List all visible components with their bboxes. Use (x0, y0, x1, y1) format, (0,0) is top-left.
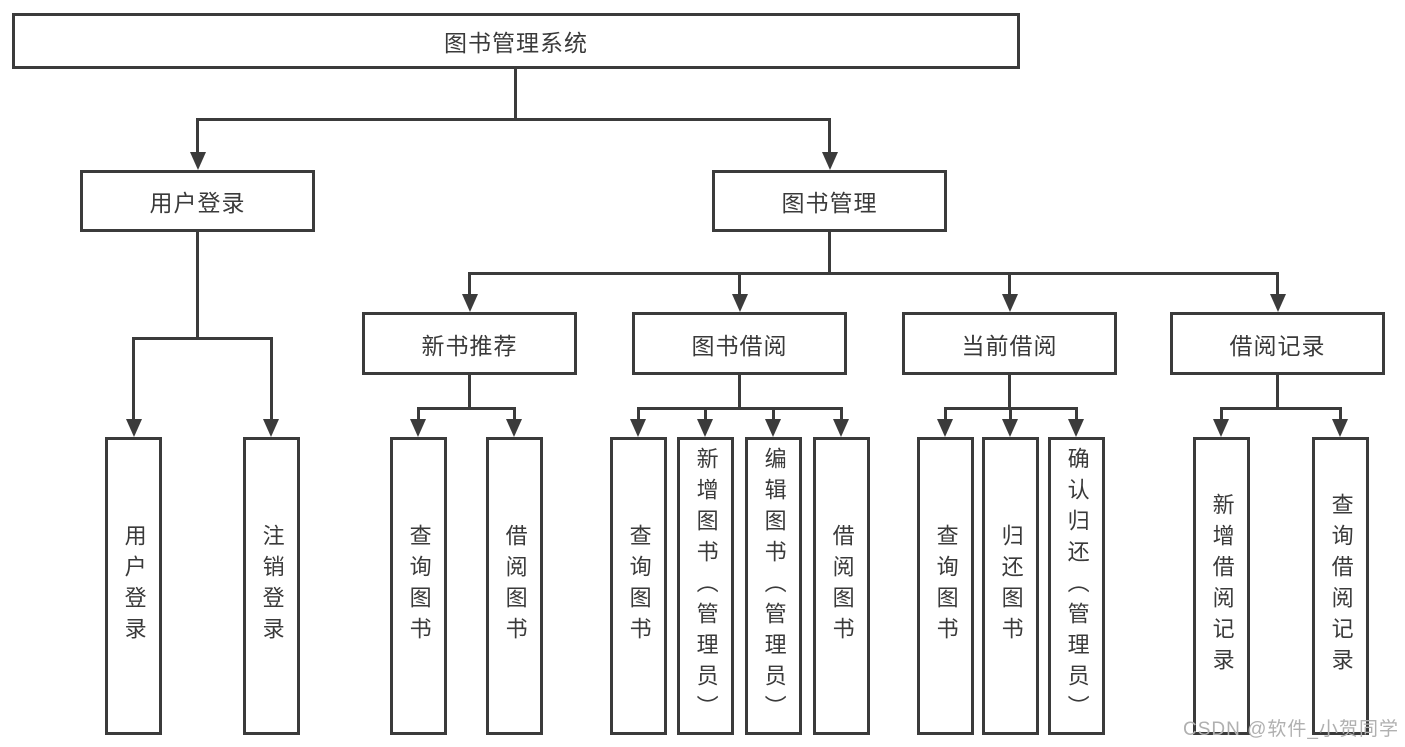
connector-line (637, 407, 843, 410)
leaf-borrow-book: 借阅图书 (813, 437, 870, 735)
node-user-login-label: 用户登录 (149, 190, 246, 216)
node-book-management-label: 图书管理 (781, 190, 878, 216)
connector-line (270, 337, 273, 419)
node-borrow-record: 借阅记录 (1170, 312, 1385, 375)
leaf-borrow-book-recommend: 借阅图书 (486, 437, 543, 735)
connector-line (513, 407, 516, 419)
connector-line (1220, 407, 1223, 419)
arrow-down-icon (1213, 419, 1229, 437)
connector-line (828, 232, 831, 272)
leaf-confirm-return-admin: 确认归还（管理员） (1048, 437, 1105, 735)
connector-line (738, 375, 741, 407)
leaf-add-book-admin: 新增图书（管理员） (677, 437, 734, 735)
arrow-down-icon (822, 152, 838, 170)
leaf-query-book-borrow: 查询图书 (610, 437, 667, 735)
arrow-down-icon (190, 152, 206, 170)
node-book-management: 图书管理 (712, 170, 947, 232)
node-book-borrow-label: 图书借阅 (691, 332, 788, 359)
node-root: 图书管理系统 (12, 13, 1020, 69)
arrow-down-icon (1002, 294, 1018, 312)
leaf-query-book-current: 查询图书 (917, 437, 974, 735)
connector-line (1009, 407, 1012, 419)
connector-line (637, 407, 640, 419)
connector-line (828, 118, 831, 154)
connector-line (738, 272, 741, 294)
connector-line (1276, 272, 1279, 294)
node-user-login: 用户登录 (80, 170, 315, 232)
connector-line (1276, 375, 1279, 407)
arrow-down-icon (263, 419, 279, 437)
connector-line (1075, 407, 1078, 419)
connector-line (468, 375, 471, 407)
arrow-down-icon (937, 419, 953, 437)
arrow-down-icon (506, 419, 522, 437)
connector-line (514, 69, 517, 118)
node-borrow-record-label: 借阅记录 (1229, 332, 1326, 359)
connector-line (944, 407, 947, 419)
connector-line (417, 407, 420, 419)
connector-line (1008, 272, 1011, 294)
leaf-query-book-recommend: 查询图书 (390, 437, 447, 735)
connector-line (772, 407, 775, 419)
node-current-borrow-label: 当前借阅 (961, 332, 1058, 359)
node-book-borrow: 图书借阅 (632, 312, 847, 375)
arrow-down-icon (630, 419, 646, 437)
arrow-down-icon (1270, 294, 1286, 312)
node-new-book-recommend-label: 新书推荐 (421, 332, 518, 359)
leaf-user-login: 用户登录 (105, 437, 162, 735)
arrow-down-icon (410, 419, 426, 437)
leaf-return-book: 归还图书 (982, 437, 1039, 735)
connector-line (468, 272, 1279, 275)
connector-line (1220, 407, 1341, 410)
connector-line (196, 118, 831, 121)
leaf-query-borrow-record: 查询借阅记录 (1312, 437, 1369, 735)
connector-line (196, 118, 199, 154)
connector-line (1339, 407, 1342, 419)
connector-line (196, 232, 199, 337)
connector-line (1008, 375, 1011, 407)
leaf-edit-book-admin: 编辑图书（管理员） (745, 437, 802, 735)
arrow-down-icon (1332, 419, 1348, 437)
leaf-add-borrow-record: 新增借阅记录 (1193, 437, 1250, 735)
arrow-down-icon (765, 419, 781, 437)
connector-line (132, 337, 273, 340)
arrow-down-icon (697, 419, 713, 437)
arrow-down-icon (1002, 419, 1018, 437)
arrow-down-icon (462, 294, 478, 312)
connector-line (840, 407, 843, 419)
node-new-book-recommend: 新书推荐 (362, 312, 577, 375)
arrow-down-icon (732, 294, 748, 312)
node-root-label: 图书管理系统 (444, 30, 588, 56)
arrow-down-icon (833, 419, 849, 437)
connector-line (132, 337, 135, 419)
arrow-down-icon (1068, 419, 1084, 437)
node-current-borrow: 当前借阅 (902, 312, 1117, 375)
leaf-logout: 注销登录 (243, 437, 300, 735)
csdn-watermark: CSDN @软件_小贺同学 (1183, 719, 1399, 740)
arrow-down-icon (126, 419, 142, 437)
connector-line (704, 407, 707, 419)
connector-line (417, 407, 516, 410)
connector-line (468, 272, 471, 294)
